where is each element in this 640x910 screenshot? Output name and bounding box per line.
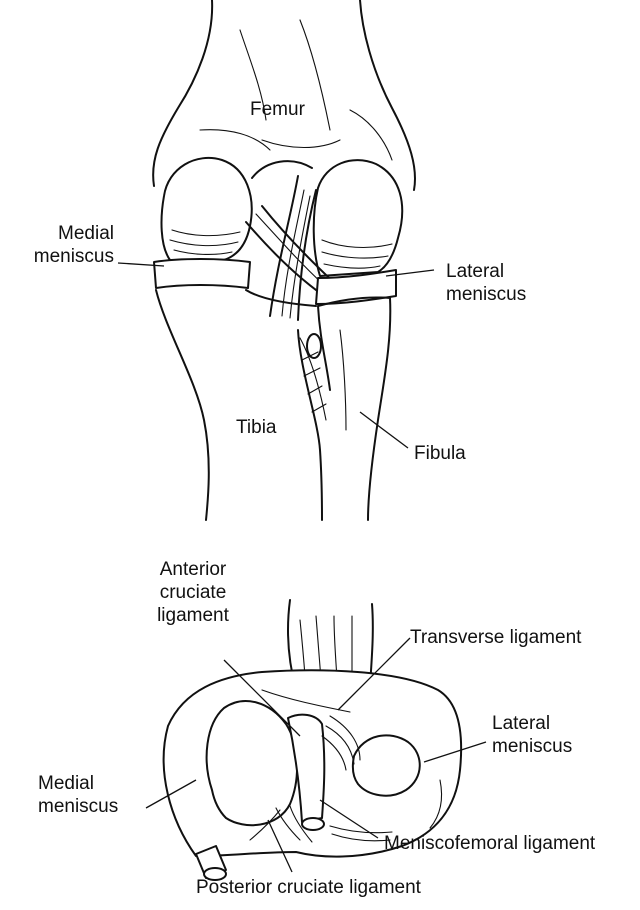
label-medial-meniscus-upper-line2: meniscus (10, 245, 114, 268)
label-transverse-ligament: Transverse ligament (410, 626, 581, 649)
tibia-outline (156, 290, 322, 520)
label-lateral-meniscus-upper: Lateral meniscus (446, 260, 526, 306)
label-acl-line2: cruciate (134, 581, 252, 604)
upper-medial-meniscus (154, 259, 250, 288)
label-lateral-meniscus-lower-line1: Lateral (492, 712, 572, 735)
femur-hatching (200, 20, 392, 160)
upper-knee-drawing (153, 0, 415, 520)
medial-condyle (162, 158, 252, 260)
label-medial-meniscus-lower: Medial meniscus (38, 772, 118, 818)
label-lateral-meniscus-lower: Lateral meniscus (492, 712, 572, 758)
label-lateral-meniscus-lower-line2: meniscus (492, 735, 572, 758)
label-fibula: Fibula (414, 442, 466, 465)
lower-lateral-meniscus-inner (353, 735, 420, 795)
label-medial-meniscus-upper: Medial meniscus (10, 222, 114, 268)
label-lateral-meniscus-upper-line1: Lateral (446, 260, 526, 283)
fibula-outline (318, 297, 390, 520)
label-medial-meniscus-lower-line1: Medial (38, 772, 118, 795)
label-lateral-meniscus-upper-line2: meniscus (446, 283, 526, 306)
label-pcl: Posterior cruciate ligament (196, 876, 421, 899)
leader-fibula (360, 412, 408, 448)
label-medial-meniscus-upper-line1: Medial (10, 222, 114, 245)
label-acl-line3: ligament (134, 604, 252, 627)
label-meniscofemoral-ligament: Meniscofemoral ligament (384, 832, 595, 855)
label-tibia: Tibia (236, 416, 276, 439)
label-femur: Femur (250, 98, 305, 121)
label-medial-meniscus-lower-line2: meniscus (38, 795, 118, 818)
label-acl-line1: Anterior (134, 558, 252, 581)
label-acl: Anterior cruciate ligament (134, 558, 252, 627)
acl-cut-end (302, 818, 324, 830)
